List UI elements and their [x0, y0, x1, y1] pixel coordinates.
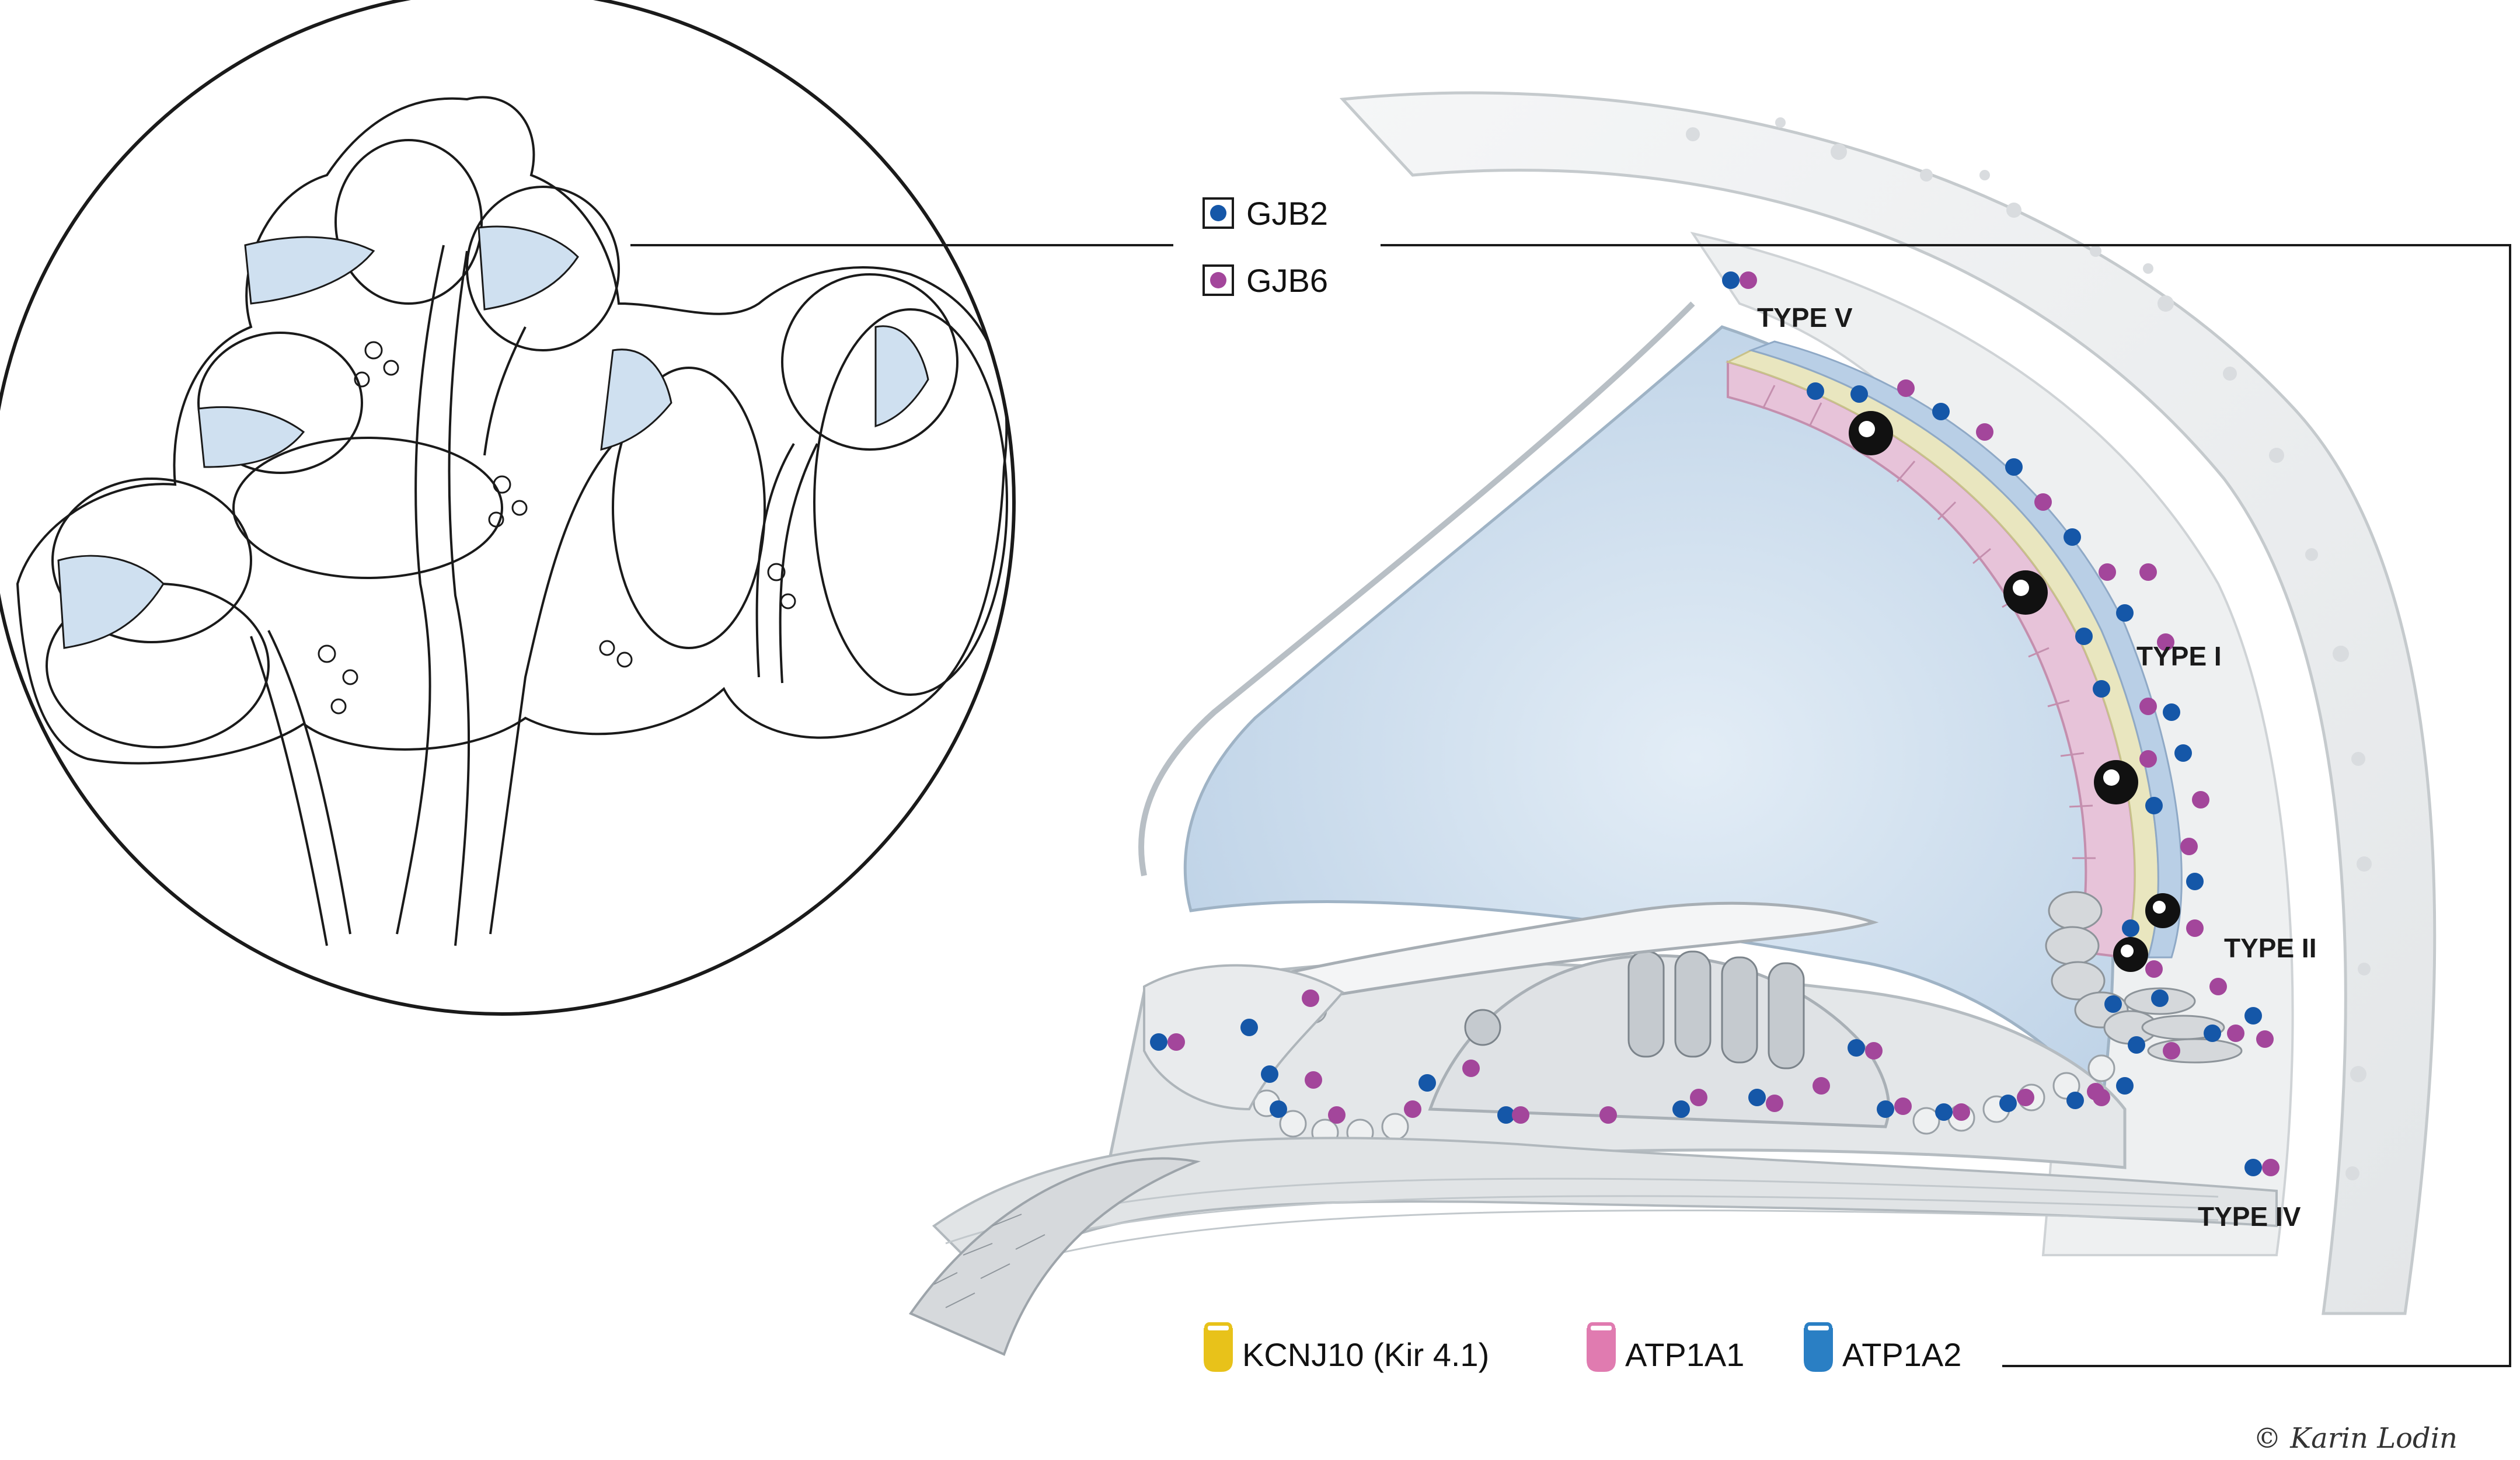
gjb2-marker: [1932, 403, 1950, 420]
gjb2-marker: [2186, 873, 2204, 890]
gjb6-swatch: [1210, 272, 1226, 288]
gjb6-marker: [2157, 633, 2174, 651]
legend-bracket-line: [1381, 244, 2511, 1367]
gjb2-marker: [2122, 919, 2139, 937]
gjb2-marker: [1270, 1100, 1287, 1118]
label-type-v: TYPE V: [1757, 302, 1853, 333]
gjb2-marker: [1748, 1089, 1766, 1106]
gjb6-marker: [2139, 750, 2157, 768]
gjb2-marker: [2244, 1159, 2262, 1176]
gjb6-marker: [1953, 1103, 1970, 1121]
gjb6-marker: [2256, 1030, 2274, 1048]
gjb2-marker: [2005, 458, 2023, 476]
gjb6-marker: [1976, 423, 1993, 441]
copyright-signature: © Karin Lodin: [2253, 1422, 2458, 1455]
label-type-ii: TYPE II: [2224, 933, 2316, 963]
gjb6-marker: [1462, 1060, 1480, 1077]
gjb2-marker: [1850, 385, 1868, 403]
gjb2-marker: [1807, 382, 1824, 400]
gjb6-marker: [2139, 563, 2157, 581]
gjb6-marker: [2262, 1159, 2279, 1176]
legend-atp1a2-label: ATP1A2: [1842, 1336, 1961, 1373]
gjb6-marker: [1328, 1106, 1346, 1124]
gjb6-marker: [2087, 1083, 2104, 1100]
gjb6-marker: [1599, 1106, 1617, 1124]
gjb6-marker: [1305, 1071, 1322, 1089]
gjb2-marker: [2244, 1007, 2262, 1025]
gjb6-marker: [1512, 1106, 1529, 1124]
gjb6-marker: [1302, 989, 1319, 1007]
gjb6-marker: [1865, 1042, 1883, 1060]
gjb2-swatch: [1210, 205, 1226, 221]
ion-channel-icon: [1804, 1322, 1833, 1372]
legend-gjb6-label: GJB6: [1246, 262, 1328, 299]
intermediate-cell-nuclei: [1849, 411, 2180, 972]
gjb2-marker: [1935, 1103, 1953, 1121]
gjb6-marker: [2180, 838, 2198, 855]
label-type-iv: TYPE IV: [2198, 1201, 2301, 1232]
gjb6-marker: [2227, 1025, 2244, 1042]
label-type-i: TYPE I: [2136, 641, 2222, 671]
cochlea-cross-section-icon: [0, 0, 1016, 1016]
gjb2-marker: [1722, 271, 1740, 289]
gjb2-marker: [1999, 1095, 2017, 1112]
legend-gjb2-label: GJB2: [1246, 195, 1328, 232]
gjb2-marker: [2163, 703, 2180, 721]
gjb2-marker: [2093, 680, 2110, 698]
gjb2-marker: [1848, 1039, 1865, 1057]
ion-channel-icon: [1204, 1322, 1233, 1372]
gjb6-marker: [2209, 978, 2227, 995]
gjb6-marker: [1894, 1097, 1912, 1115]
gjb6-marker: [2099, 563, 2116, 581]
gjb2-marker: [2204, 1025, 2221, 1042]
gjb6-marker: [2034, 493, 2052, 511]
gjb2-marker: [1150, 1033, 1167, 1051]
legend-kcnj10-label: KCNJ10 (Kir 4.1): [1242, 1336, 1489, 1373]
gjb2-marker: [2151, 989, 2169, 1007]
gjb2-marker: [1877, 1100, 1894, 1118]
gjb6-marker: [2186, 919, 2204, 937]
gjb6-marker: [2163, 1042, 2180, 1060]
gjb2-marker: [1418, 1074, 1436, 1092]
gjb6-marker: [2139, 698, 2157, 715]
gjb2-marker: [1240, 1019, 1258, 1036]
gjb2-marker: [2066, 1092, 2084, 1109]
gjb2-marker: [2174, 744, 2192, 762]
gjb6-marker: [1404, 1100, 1421, 1118]
gjb6-marker: [2192, 791, 2209, 809]
gjb2-marker: [2064, 528, 2081, 546]
gjb2-marker: [2116, 1077, 2134, 1095]
gjb6-marker: [1167, 1033, 1185, 1051]
gjb2-marker: [1261, 1065, 1278, 1083]
gjb6-marker: [1897, 379, 1915, 397]
gjb6-marker: [2145, 960, 2163, 978]
channel-legend: KCNJ10 (Kir 4.1) ATP1A1 ATP1A2: [1204, 1322, 1961, 1373]
gjb2-marker: [1497, 1106, 1515, 1124]
gjb6-marker: [1740, 271, 1757, 289]
connexin-markers: [1150, 271, 2279, 1176]
connexin-legend: GJB2 GJB6: [1203, 195, 2511, 1367]
basal-cell-layer: [1748, 340, 2183, 959]
gjb6-marker: [2017, 1089, 2034, 1106]
gjb6-marker: [1766, 1095, 1783, 1112]
cochlear-duct-illustration: [908, 0, 2520, 1356]
legend-atp1a1-label: ATP1A1: [1625, 1336, 1744, 1373]
gjb2-marker: [1672, 1100, 1690, 1118]
gjb6-marker: [1813, 1077, 1830, 1095]
ion-channel-icon: [1587, 1322, 1616, 1372]
gjb2-marker: [2145, 797, 2163, 814]
gjb2-marker: [2116, 604, 2134, 622]
gjb2-marker: [2075, 628, 2093, 645]
gjb6-marker: [1690, 1089, 1707, 1106]
gjb2-marker: [2104, 995, 2122, 1013]
gjb2-marker: [2128, 1036, 2145, 1054]
